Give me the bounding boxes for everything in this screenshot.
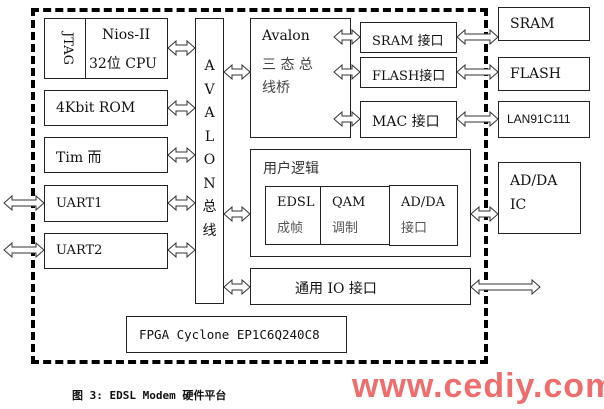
uart2-label: UART2 <box>56 243 103 258</box>
double-arrow-icon <box>333 110 361 128</box>
double-arrow-icon <box>3 241 45 259</box>
sram-interface: SRAM 接口 <box>360 22 457 53</box>
double-arrow-icon <box>456 28 499 46</box>
double-arrow-icon <box>167 194 196 212</box>
gpio-interface: 通用 IO 接口 <box>250 268 471 305</box>
timer-label: Tim 而 <box>56 150 102 166</box>
double-arrow-icon <box>223 205 251 223</box>
double-arrow-icon <box>333 28 361 46</box>
user-logic-title: 用户逻辑 <box>263 161 319 177</box>
double-arrow-icon <box>167 99 196 117</box>
sram-chip: SRAM <box>498 7 590 41</box>
lan-label: LAN91C111 <box>507 112 571 126</box>
double-arrow-icon <box>223 278 251 296</box>
adda-ic: AD/DA IC <box>498 162 581 234</box>
bus-letter: O <box>203 152 216 168</box>
figure-caption: 图 3: EDSL Modem 硬件平台 <box>72 389 227 402</box>
bus-letter: N <box>203 175 216 192</box>
adda-l1: AD/DA <box>401 195 446 210</box>
sram-if-label: SRAM 接口 <box>372 34 444 49</box>
double-arrow-icon <box>456 63 499 81</box>
edsl-l1: EDSL <box>277 195 315 210</box>
adda-ic-l1: AD/DA <box>510 173 558 189</box>
timer-block: Tim 而 <box>44 137 168 173</box>
flash-interface: FLASH接口 <box>360 57 457 88</box>
rom-label: 4Kbit ROM <box>56 100 136 116</box>
sram-label: SRAM <box>510 16 555 32</box>
bridge-l3: 线桥 <box>262 80 290 96</box>
uart1-block: UART1 <box>44 185 168 222</box>
double-arrow-icon <box>470 278 541 296</box>
fpga-label-box: FPGA Cyclone EP1C6Q240C8 <box>126 316 347 353</box>
cpu-divider <box>85 19 86 78</box>
user-logic: 用户逻辑 EDSL 成帧 QAM 调制 AD/DA 接口 <box>250 149 471 257</box>
qam-l2: 调制 <box>332 221 359 236</box>
uart1-label: UART1 <box>56 196 103 211</box>
double-arrow-icon <box>167 241 196 259</box>
double-arrow-icon <box>333 63 361 81</box>
bus-letter: A <box>204 58 215 74</box>
fpga-boundary <box>31 8 488 364</box>
gpio-label: 通用 IO 接口 <box>295 281 377 297</box>
flash-chip: FLASH <box>498 57 590 91</box>
cpu-name: Nios-II <box>102 27 151 43</box>
mac-if-label: MAC 接口 <box>372 114 440 130</box>
uart2-block: UART2 <box>44 233 168 269</box>
qam-block: QAM 调制 <box>320 186 390 245</box>
bus-letter: A <box>204 105 215 121</box>
tristate-bridge: Avalon 三 态 总 线桥 <box>250 18 351 138</box>
edsl-l2: 成帧 <box>277 221 304 236</box>
flash-if-label: FLASH接口 <box>372 69 446 84</box>
double-arrow-icon <box>470 205 499 223</box>
adda-if-block: AD/DA 接口 <box>389 185 458 246</box>
bridge-l1: Avalon <box>262 28 310 44</box>
adda-l2: 接口 <box>401 221 428 236</box>
cpu-desc: 32位 CPU <box>89 56 157 72</box>
lan-chip: LAN91C111 <box>498 101 590 138</box>
bus-letter: L <box>204 128 215 145</box>
mac-interface: MAC 接口 <box>360 101 457 138</box>
rom-block: 4Kbit ROM <box>44 90 168 126</box>
watermark: www.cediy.com <box>352 367 604 405</box>
qam-l1: QAM <box>332 195 366 210</box>
adda-ic-l2: IC <box>510 197 527 213</box>
double-arrow-icon <box>167 39 196 57</box>
bridge-l2: 三 态 总 <box>262 57 313 73</box>
double-arrow-icon <box>3 194 45 212</box>
bus-letter: 总 <box>202 199 217 215</box>
double-arrow-icon <box>223 63 251 81</box>
edsl-block: EDSL 成帧 <box>265 186 321 245</box>
double-arrow-icon <box>456 110 499 128</box>
bus-letter: V <box>204 81 215 98</box>
fpga-label: FPGA Cyclone EP1C6Q240C8 <box>139 327 320 342</box>
flash-label: FLASH <box>510 66 561 82</box>
bus-letter: 线 <box>202 222 217 239</box>
double-arrow-icon <box>167 146 196 164</box>
cpu-block: JTAG Nios-II 32位 CPU <box>44 18 168 79</box>
